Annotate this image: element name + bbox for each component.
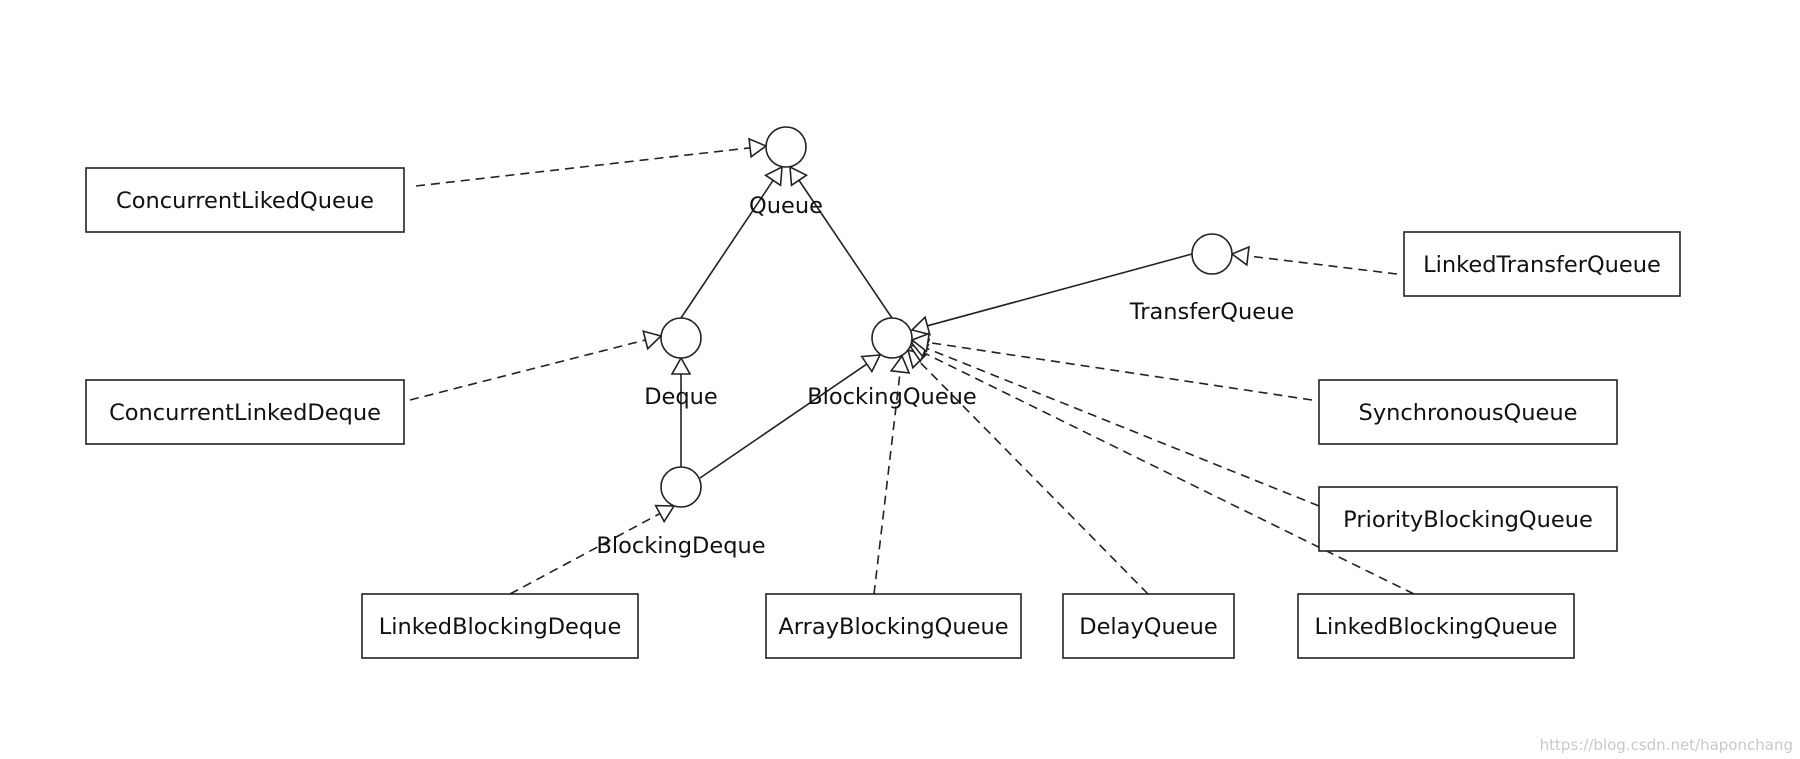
class-box <box>85 379 405 445</box>
hollow-arrowhead-icon <box>670 356 692 375</box>
relation-linkedblockingdeque-blockingdeque <box>509 504 676 595</box>
relation-blockingdeque-deque <box>670 356 692 467</box>
class-linkedblockingdeque: LinkedBlockingDeque <box>361 593 639 659</box>
hollow-arrowhead-icon <box>910 332 931 353</box>
interface-blockingqueue: BlockingQueue <box>807 317 977 410</box>
class-box <box>1318 486 1618 552</box>
relation-synchronousqueue-blockingqueue <box>910 332 1313 401</box>
implements-line <box>509 512 661 595</box>
class-label: ArrayBlockingQueue <box>778 614 1008 640</box>
hollow-arrowhead-icon <box>889 354 911 374</box>
interface-blockingdeque: BlockingDeque <box>596 466 766 559</box>
implements-line <box>918 360 1149 595</box>
interface-circle-icon <box>765 126 807 168</box>
class-label: PriorityBlockingQueue <box>1343 507 1593 533</box>
relation-concurrentlinkeddeque-deque <box>409 330 663 401</box>
implements-line <box>1247 255 1398 275</box>
relation-blockingqueue-queue <box>789 165 893 319</box>
hollow-arrowhead-icon <box>654 504 676 524</box>
class-concurrentlikedqueue: ConcurrentLikedQueue <box>85 167 405 233</box>
class-linkedtransferqueue: LinkedTransferQueue <box>1403 231 1681 297</box>
implements-line <box>925 347 1320 507</box>
hollow-arrowhead-icon <box>748 137 768 159</box>
implements-line <box>409 339 646 401</box>
relation-arrayblockingqueue-blockingqueue <box>873 354 911 595</box>
extends-line <box>798 179 893 319</box>
class-box <box>361 593 639 659</box>
interface-label: BlockingQueue <box>807 384 977 410</box>
interface-label: Deque <box>644 384 718 410</box>
class-box <box>1318 379 1618 445</box>
relation-deque-queue <box>680 165 783 319</box>
interface-queue: Queue <box>749 126 823 219</box>
hollow-arrowhead-icon <box>910 315 931 336</box>
hollow-arrowhead-icon <box>642 330 663 351</box>
class-label: LinkedTransferQueue <box>1423 252 1661 278</box>
extends-line <box>699 363 868 479</box>
interface-label: BlockingDeque <box>596 533 765 559</box>
relation-blockingdeque-blockingqueue <box>699 354 882 479</box>
hollow-arrowhead-icon <box>764 165 783 187</box>
interface-label: Queue <box>749 193 823 219</box>
extends-line <box>927 253 1193 327</box>
class-box <box>1297 593 1575 659</box>
class-synchronousqueue: SynchronousQueue <box>1318 379 1618 445</box>
implements-line <box>927 341 1313 401</box>
class-label: LinkedBlockingDeque <box>379 614 622 640</box>
extends-line <box>680 179 774 319</box>
class-label: DelayQueue <box>1079 614 1217 640</box>
interface-circle-icon <box>1191 233 1233 275</box>
class-label: LinkedBlockingQueue <box>1315 614 1558 640</box>
class-arrayblockingqueue: ArrayBlockingQueue <box>765 593 1022 659</box>
implements-line <box>873 371 901 595</box>
hollow-arrowhead-icon <box>860 354 882 374</box>
class-box <box>765 593 1022 659</box>
class-label: ConcurrentLikedQueue <box>116 188 374 214</box>
interface-label: TransferQueue <box>1129 299 1294 325</box>
class-box <box>85 167 405 233</box>
hollow-arrowhead-icon <box>789 165 808 187</box>
watermark-text: https://blog.csdn.net/haponchang <box>1540 736 1793 754</box>
implements-line <box>415 147 751 187</box>
relation-linkedtransferqueue-transferqueue <box>1230 245 1398 275</box>
implements-line <box>924 352 1415 595</box>
class-label: ConcurrentLinkedDeque <box>109 400 381 426</box>
interface-circle-icon <box>871 317 913 359</box>
interface-circle-icon <box>660 466 702 508</box>
class-box <box>1062 593 1235 659</box>
interface-transferqueue: TransferQueue <box>1129 233 1294 325</box>
relation-concurrentlikedqueue-queue <box>415 137 768 187</box>
class-box <box>1403 231 1681 297</box>
relation-priorityblockingqueue-blockingqueue <box>909 338 1320 507</box>
class-delayqueue: DelayQueue <box>1062 593 1235 659</box>
class-concurrentlinkeddeque: ConcurrentLinkedDeque <box>85 379 405 445</box>
interface-circle-icon <box>660 317 702 359</box>
hollow-arrowhead-icon <box>1230 245 1250 267</box>
class-priorityblockingqueue: PriorityBlockingQueue <box>1318 486 1618 552</box>
relations-layer <box>409 137 1415 595</box>
class-linkedblockingqueue: LinkedBlockingQueue <box>1297 593 1575 659</box>
interface-deque: Deque <box>644 317 718 410</box>
relation-transferqueue-blockingqueue <box>910 253 1193 336</box>
class-label: SynchronousQueue <box>1359 400 1578 426</box>
